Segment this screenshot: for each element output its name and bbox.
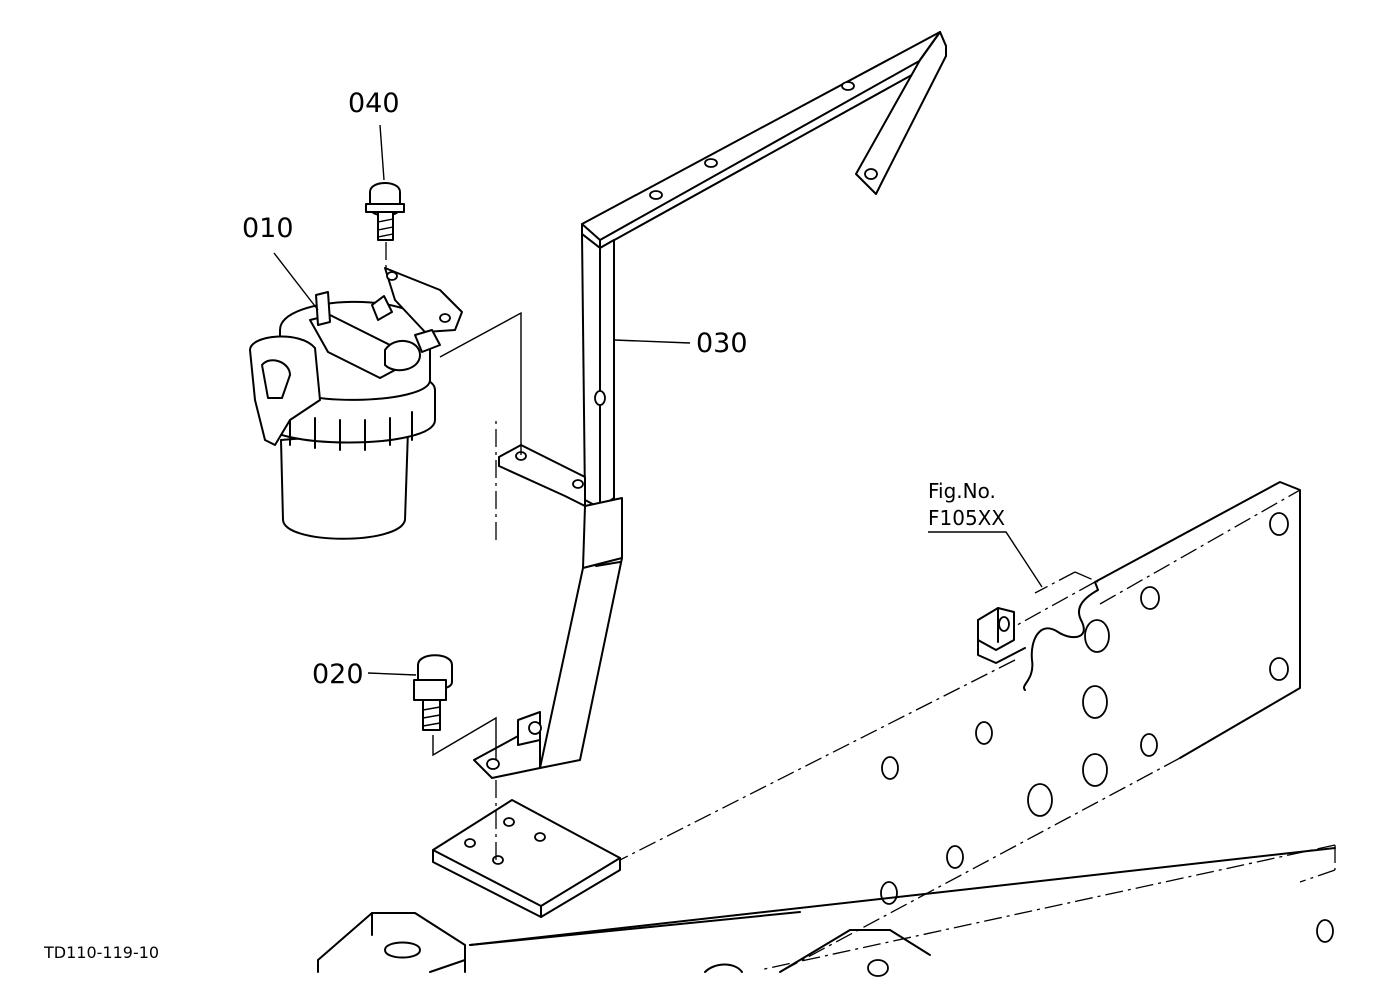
- part-number-040: 040: [348, 88, 400, 119]
- frame-bracket: [977, 607, 1026, 664]
- alignment-lines: [432, 311, 522, 860]
- fuel-filter-010: [249, 252, 463, 540]
- mounting-plate: [432, 799, 621, 918]
- bolt-020: [367, 654, 453, 731]
- drawing-code: TD110-119-10: [43, 943, 159, 962]
- frame-rail: [469, 481, 1336, 973]
- bracket-030: [473, 31, 947, 779]
- figure-ref-number: F105XX: [928, 506, 1005, 530]
- fig-ref-leader: [928, 531, 1043, 588]
- part-number-020: 020: [312, 659, 364, 690]
- part-number-030: 030: [696, 328, 748, 359]
- part-number-010: 010: [242, 213, 294, 244]
- figure-ref-label: Fig.No.: [928, 479, 996, 503]
- bolt-040: [365, 124, 405, 270]
- lower-frame: [317, 911, 931, 977]
